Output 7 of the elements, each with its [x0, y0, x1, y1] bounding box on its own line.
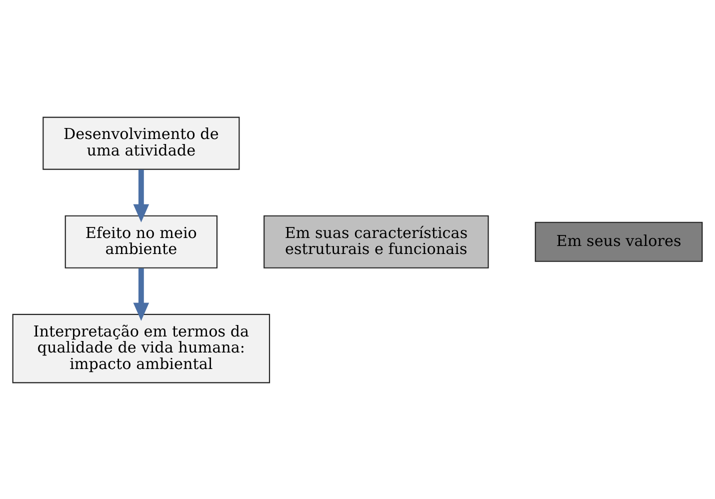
node-box: Em suas características estruturais e funcionais	[264, 214, 489, 268]
node-box: Em seus valores	[534, 221, 703, 262]
arrow	[133, 169, 150, 222]
node-box: Interpretação em termos da qualidade de vida humana: impacto ambiental	[12, 313, 270, 383]
node-box: Efeito no meio ambiente	[64, 214, 218, 268]
node-box: Desenvolvimento de uma atividade	[42, 116, 240, 170]
arrow	[133, 268, 150, 320]
